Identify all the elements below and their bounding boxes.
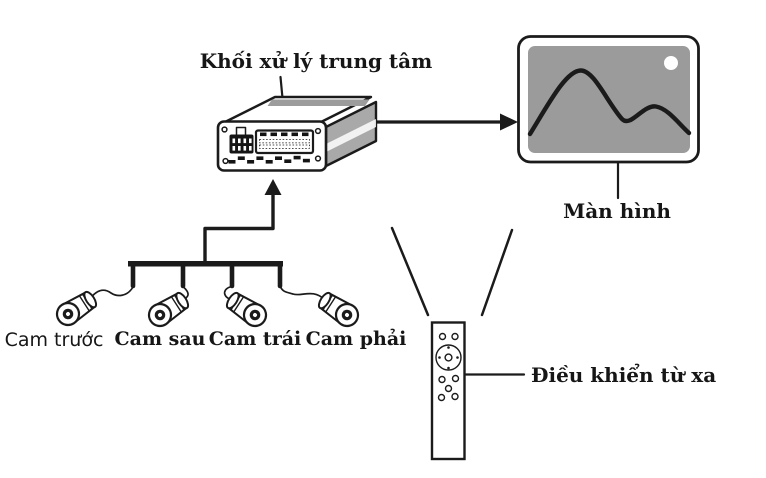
camera-front-icon bbox=[51, 287, 101, 331]
cpu-vent-slits bbox=[228, 155, 310, 164]
cpu-top-stripe bbox=[267, 99, 370, 106]
cpu-screws bbox=[221, 126, 322, 165]
remote-control bbox=[430, 321, 466, 461]
ir-beam-right bbox=[480, 228, 514, 317]
remote-dpad bbox=[435, 344, 462, 371]
screen-sun-icon bbox=[664, 56, 678, 70]
camera-right-label: Cam phải bbox=[305, 328, 407, 350]
screen-mountain-icon bbox=[527, 68, 692, 137]
camera-front-label: Cam trước bbox=[4, 329, 104, 351]
central-processing-unit bbox=[216, 95, 378, 172]
remote-label: Điều khiển từ xa bbox=[531, 363, 717, 387]
cpu-pin-connector bbox=[254, 129, 315, 155]
camera-harness-bus bbox=[128, 261, 283, 289]
remote-buttons bbox=[435, 332, 462, 402]
camera-left-icon bbox=[222, 288, 272, 332]
monitor-label: Màn hình bbox=[563, 199, 671, 223]
camera-right-icon bbox=[314, 288, 364, 332]
cpu-title-label: Khối xử lý trung tâm bbox=[199, 49, 433, 73]
arrow-cpu-to-monitor bbox=[356, 113, 518, 131]
camera-left-label: Cam trái bbox=[208, 328, 302, 350]
ir-beam-left bbox=[390, 226, 430, 317]
arrow-cameras-to-cpu bbox=[203, 179, 282, 263]
cpu-power-connector bbox=[229, 126, 254, 154]
camera-front-wire bbox=[88, 286, 134, 301]
camera-right-wire bbox=[279, 286, 327, 301]
monitor bbox=[517, 35, 700, 164]
remote-body bbox=[430, 321, 466, 461]
cpu-side-highlight bbox=[326, 119, 376, 152]
camera-rear-label: Cam sau bbox=[114, 328, 206, 350]
camera-rear-icon bbox=[143, 288, 193, 332]
